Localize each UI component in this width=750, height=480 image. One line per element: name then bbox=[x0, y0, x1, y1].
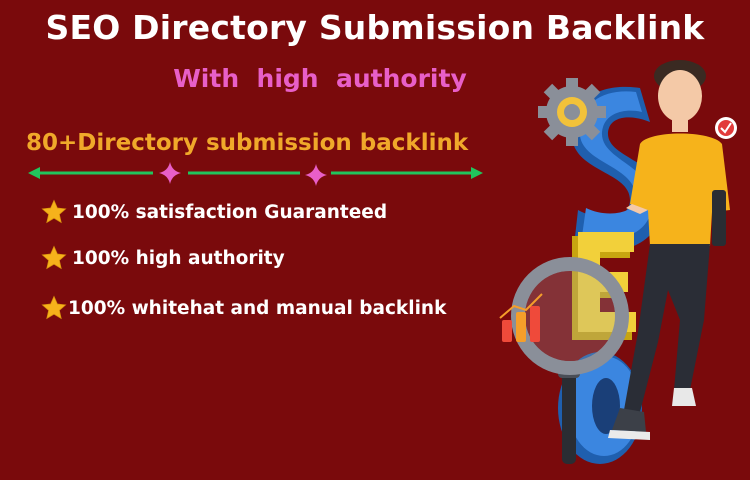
seo-illustration bbox=[499, 60, 737, 464]
star-icon bbox=[40, 244, 68, 272]
person-figure bbox=[608, 60, 730, 440]
arrow-divider bbox=[28, 162, 483, 186]
feature-item: 100% high authority bbox=[40, 244, 285, 272]
sparkle-icon bbox=[305, 164, 327, 186]
feature-item: 100% satisfaction Guaranteed bbox=[40, 198, 387, 226]
magnifier-icon bbox=[511, 257, 629, 464]
feature-text: 100% high authority bbox=[72, 247, 285, 269]
feature-text: 100% whitehat and manual backlink bbox=[68, 297, 447, 319]
double-arrow-icon bbox=[28, 167, 483, 179]
check-badge-icon bbox=[715, 117, 737, 139]
page-title: SEO Directory Submission Backlink bbox=[45, 8, 705, 47]
feature-item: 100% whitehat and manual backlink bbox=[40, 294, 446, 322]
star-icon bbox=[40, 294, 68, 322]
feature-text: 100% satisfaction Guaranteed bbox=[72, 201, 388, 223]
sparkle-icon bbox=[159, 162, 181, 184]
headline: 80+Directory submission backlink bbox=[26, 130, 469, 156]
gear-icon bbox=[538, 78, 606, 146]
star-icon bbox=[40, 198, 68, 226]
subtitle: With high authority bbox=[173, 64, 467, 93]
bar-chart-icon bbox=[499, 293, 543, 342]
